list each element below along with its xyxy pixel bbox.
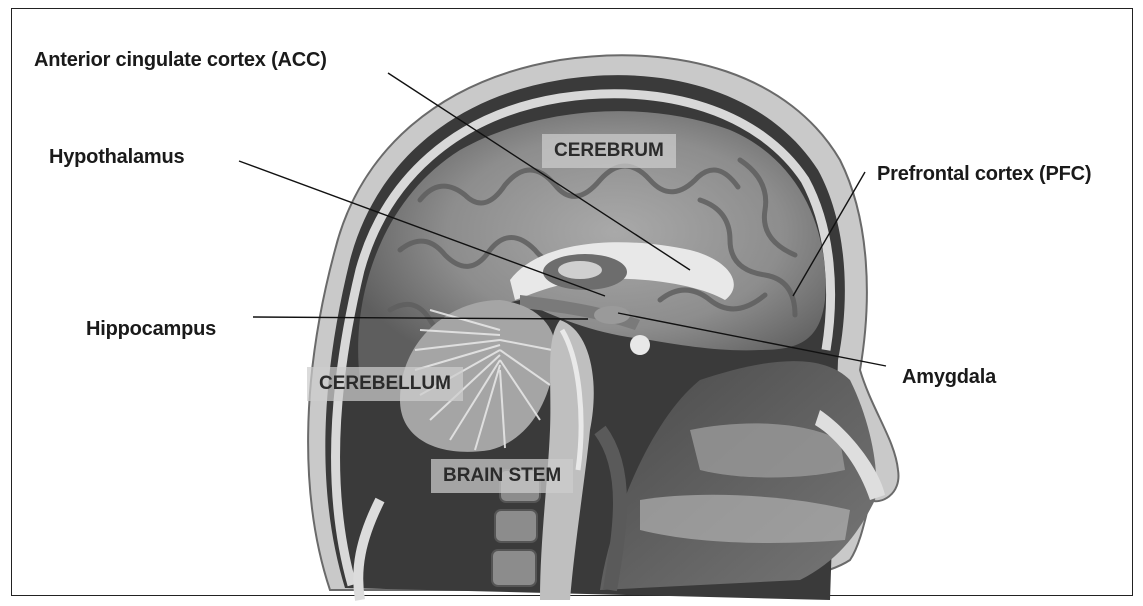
label-amygdala: Amygdala bbox=[902, 366, 996, 389]
region-cerebellum: CEREBELLUM bbox=[307, 367, 463, 401]
label-hypothalamus: Hypothalamus bbox=[49, 146, 184, 169]
region-cerebrum: CEREBRUM bbox=[542, 134, 676, 168]
region-brain-stem: BRAIN STEM bbox=[431, 459, 573, 493]
label-prefrontal-cortex: Prefrontal cortex (PFC) bbox=[877, 163, 1091, 186]
label-anterior-cingulate-cortex: Anterior cingulate cortex (ACC) bbox=[34, 49, 327, 72]
label-hippocampus: Hippocampus bbox=[86, 318, 216, 341]
